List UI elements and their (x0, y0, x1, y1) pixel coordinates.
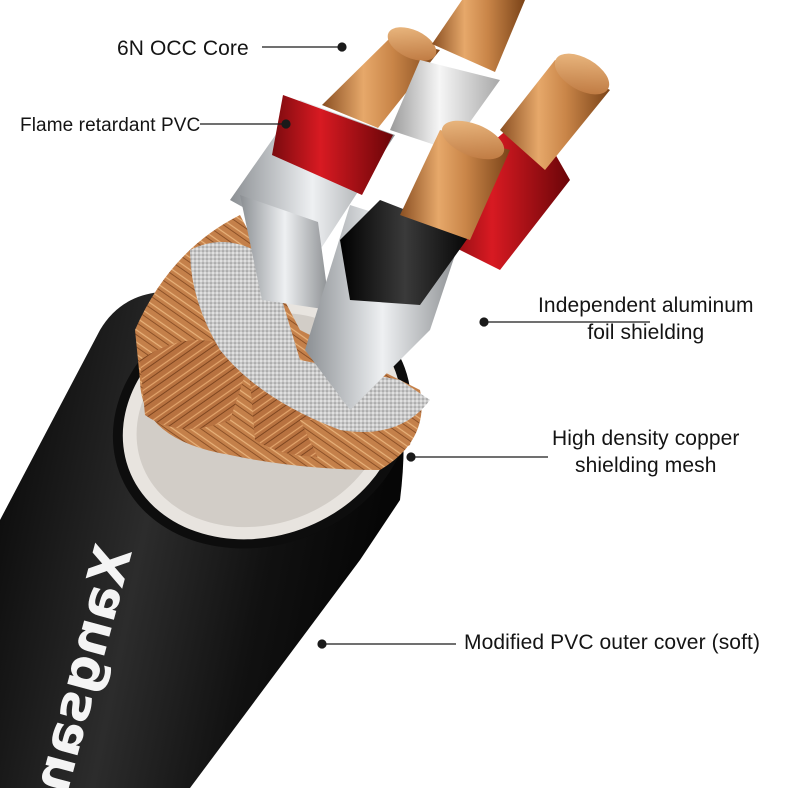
leader-dot-mesh (406, 452, 416, 462)
leader-dot-core (337, 42, 347, 52)
label-foil-line1: Independent aluminum (538, 294, 754, 317)
label-mesh-line2: shielding mesh (575, 454, 717, 477)
conductor-white-top (390, 0, 525, 150)
leader-dot-pvc (281, 119, 291, 129)
label-aluminum-foil-shielding: Independent aluminum foil shielding (538, 292, 754, 346)
label-occ-core: 6N OCC Core (117, 35, 249, 62)
label-mesh-line1: High density copper (552, 427, 740, 450)
label-foil-line2: foil shielding (587, 321, 705, 344)
label-occ-core-text: 6N OCC Core (117, 37, 249, 60)
conductor-red-left (230, 27, 440, 310)
leader-lines (200, 42, 650, 649)
label-copper-shielding-mesh: High density copper shielding mesh (552, 425, 740, 479)
label-outer-cover-text: Modified PVC outer cover (soft) (464, 631, 761, 654)
conductor-black-front (305, 120, 510, 410)
label-flame-retardant-pvc-text: Flame retardant PVC (20, 115, 201, 136)
leader-dot-foil (479, 317, 489, 327)
label-outer-cover: Modified PVC outer cover (soft) (464, 629, 760, 656)
leader-dot-cover (317, 639, 327, 649)
label-flame-retardant-pvc: Flame retardant PVC (20, 112, 200, 139)
